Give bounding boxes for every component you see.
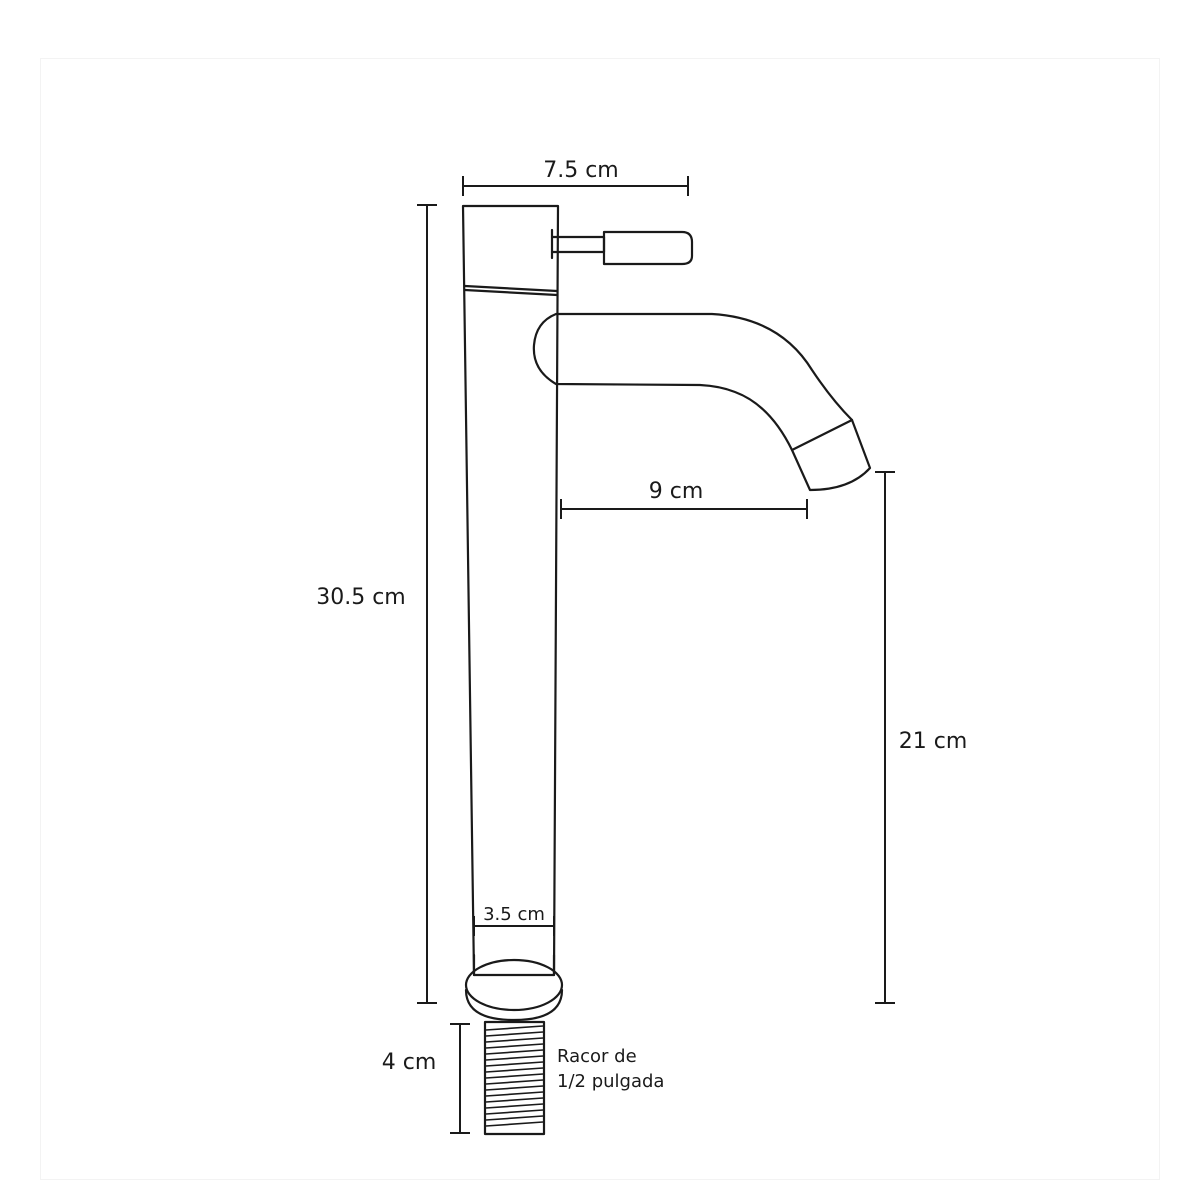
dimension-total-height: 30.5 cm	[316, 204, 437, 1004]
dimension-spout-height: 21 cm	[875, 471, 968, 1004]
dimension-top-width: 7.5 cm	[462, 158, 689, 196]
total-height-label: 30.5 cm	[316, 585, 406, 610]
thread-length-label: 4 cm	[382, 1050, 437, 1075]
handle-lever	[550, 228, 694, 266]
spout	[532, 312, 872, 492]
dimension-thread-length: 4 cm	[382, 1023, 470, 1134]
dimension-base-diameter: 3.5 cm	[473, 904, 555, 936]
threaded-connector	[483, 1020, 546, 1136]
top-width-label: 7.5 cm	[543, 158, 619, 183]
spout-reach-label: 9 cm	[649, 479, 704, 504]
connector-note: Racor de 1/2 pulgada	[557, 1046, 664, 1092]
base-diameter-label: 3.5 cm	[483, 904, 545, 925]
spout-height-label: 21 cm	[899, 729, 968, 754]
dimension-spout-reach: 9 cm	[560, 479, 808, 519]
connector-note-line1: Racor de	[557, 1046, 637, 1067]
base-flange	[464, 953, 564, 1022]
connector-note-line2: 1/2 pulgada	[557, 1071, 664, 1092]
image-frame	[40, 58, 1160, 1180]
